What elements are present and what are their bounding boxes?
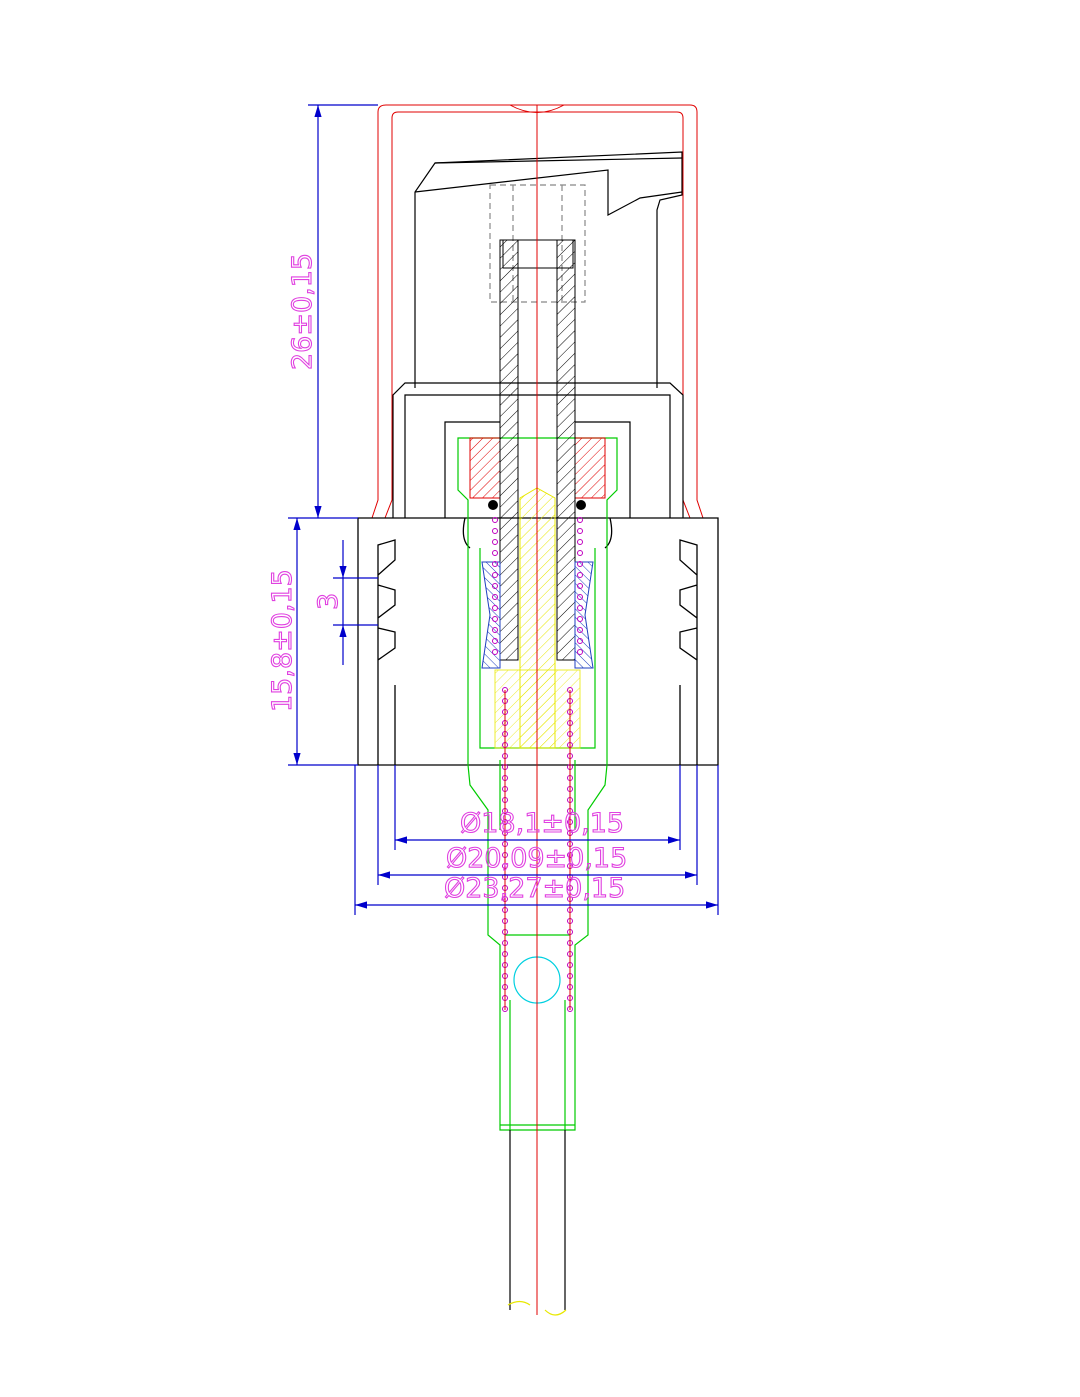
spring-coil bbox=[492, 594, 498, 600]
spring-coil bbox=[577, 528, 583, 534]
spring-coil bbox=[577, 605, 583, 611]
actuator-head bbox=[414, 151, 683, 388]
spring-coil bbox=[492, 550, 498, 556]
dim-thread-diameter: Ø20,09±0,15 bbox=[446, 843, 627, 874]
spring-coil bbox=[577, 539, 583, 545]
stem bbox=[499, 239, 576, 661]
dim-closure-height: 15,8±0,15 bbox=[267, 569, 298, 712]
dim-head-height: 26±0,15 bbox=[287, 253, 318, 370]
seal-left bbox=[469, 437, 501, 499]
spring-coil bbox=[577, 583, 583, 589]
spring-coil bbox=[492, 561, 498, 567]
spring-coil bbox=[577, 561, 583, 567]
spring-coil bbox=[492, 583, 498, 589]
spring-coil bbox=[492, 517, 498, 523]
o-ring-right bbox=[576, 500, 586, 510]
spring-coil bbox=[577, 517, 583, 523]
dim-inner-diameter: Ø18,1±0,15 bbox=[460, 808, 624, 839]
spring-coil bbox=[577, 572, 583, 578]
spring-coil bbox=[492, 572, 498, 578]
spring-coil bbox=[577, 649, 583, 655]
dip-tube bbox=[507, 1130, 567, 1316]
spring-coil bbox=[577, 616, 583, 622]
spring-coil bbox=[492, 649, 498, 655]
spring-coil bbox=[492, 638, 498, 644]
spring-coil bbox=[577, 550, 583, 556]
spring-coil bbox=[492, 627, 498, 633]
spring-coil bbox=[577, 627, 583, 633]
spring-coil bbox=[492, 539, 498, 545]
spring-coil bbox=[577, 594, 583, 600]
dimension-lines bbox=[288, 104, 719, 915]
o-ring-left bbox=[488, 500, 498, 510]
dim-thread-pitch: 3 bbox=[313, 593, 344, 610]
dim-outer-diameter: Ø23,27±0,15 bbox=[444, 873, 625, 904]
spring-coil bbox=[492, 616, 498, 622]
seal-right bbox=[574, 437, 606, 499]
spring-coil bbox=[577, 638, 583, 644]
spring-coil bbox=[492, 605, 498, 611]
spring-coil bbox=[492, 528, 498, 534]
